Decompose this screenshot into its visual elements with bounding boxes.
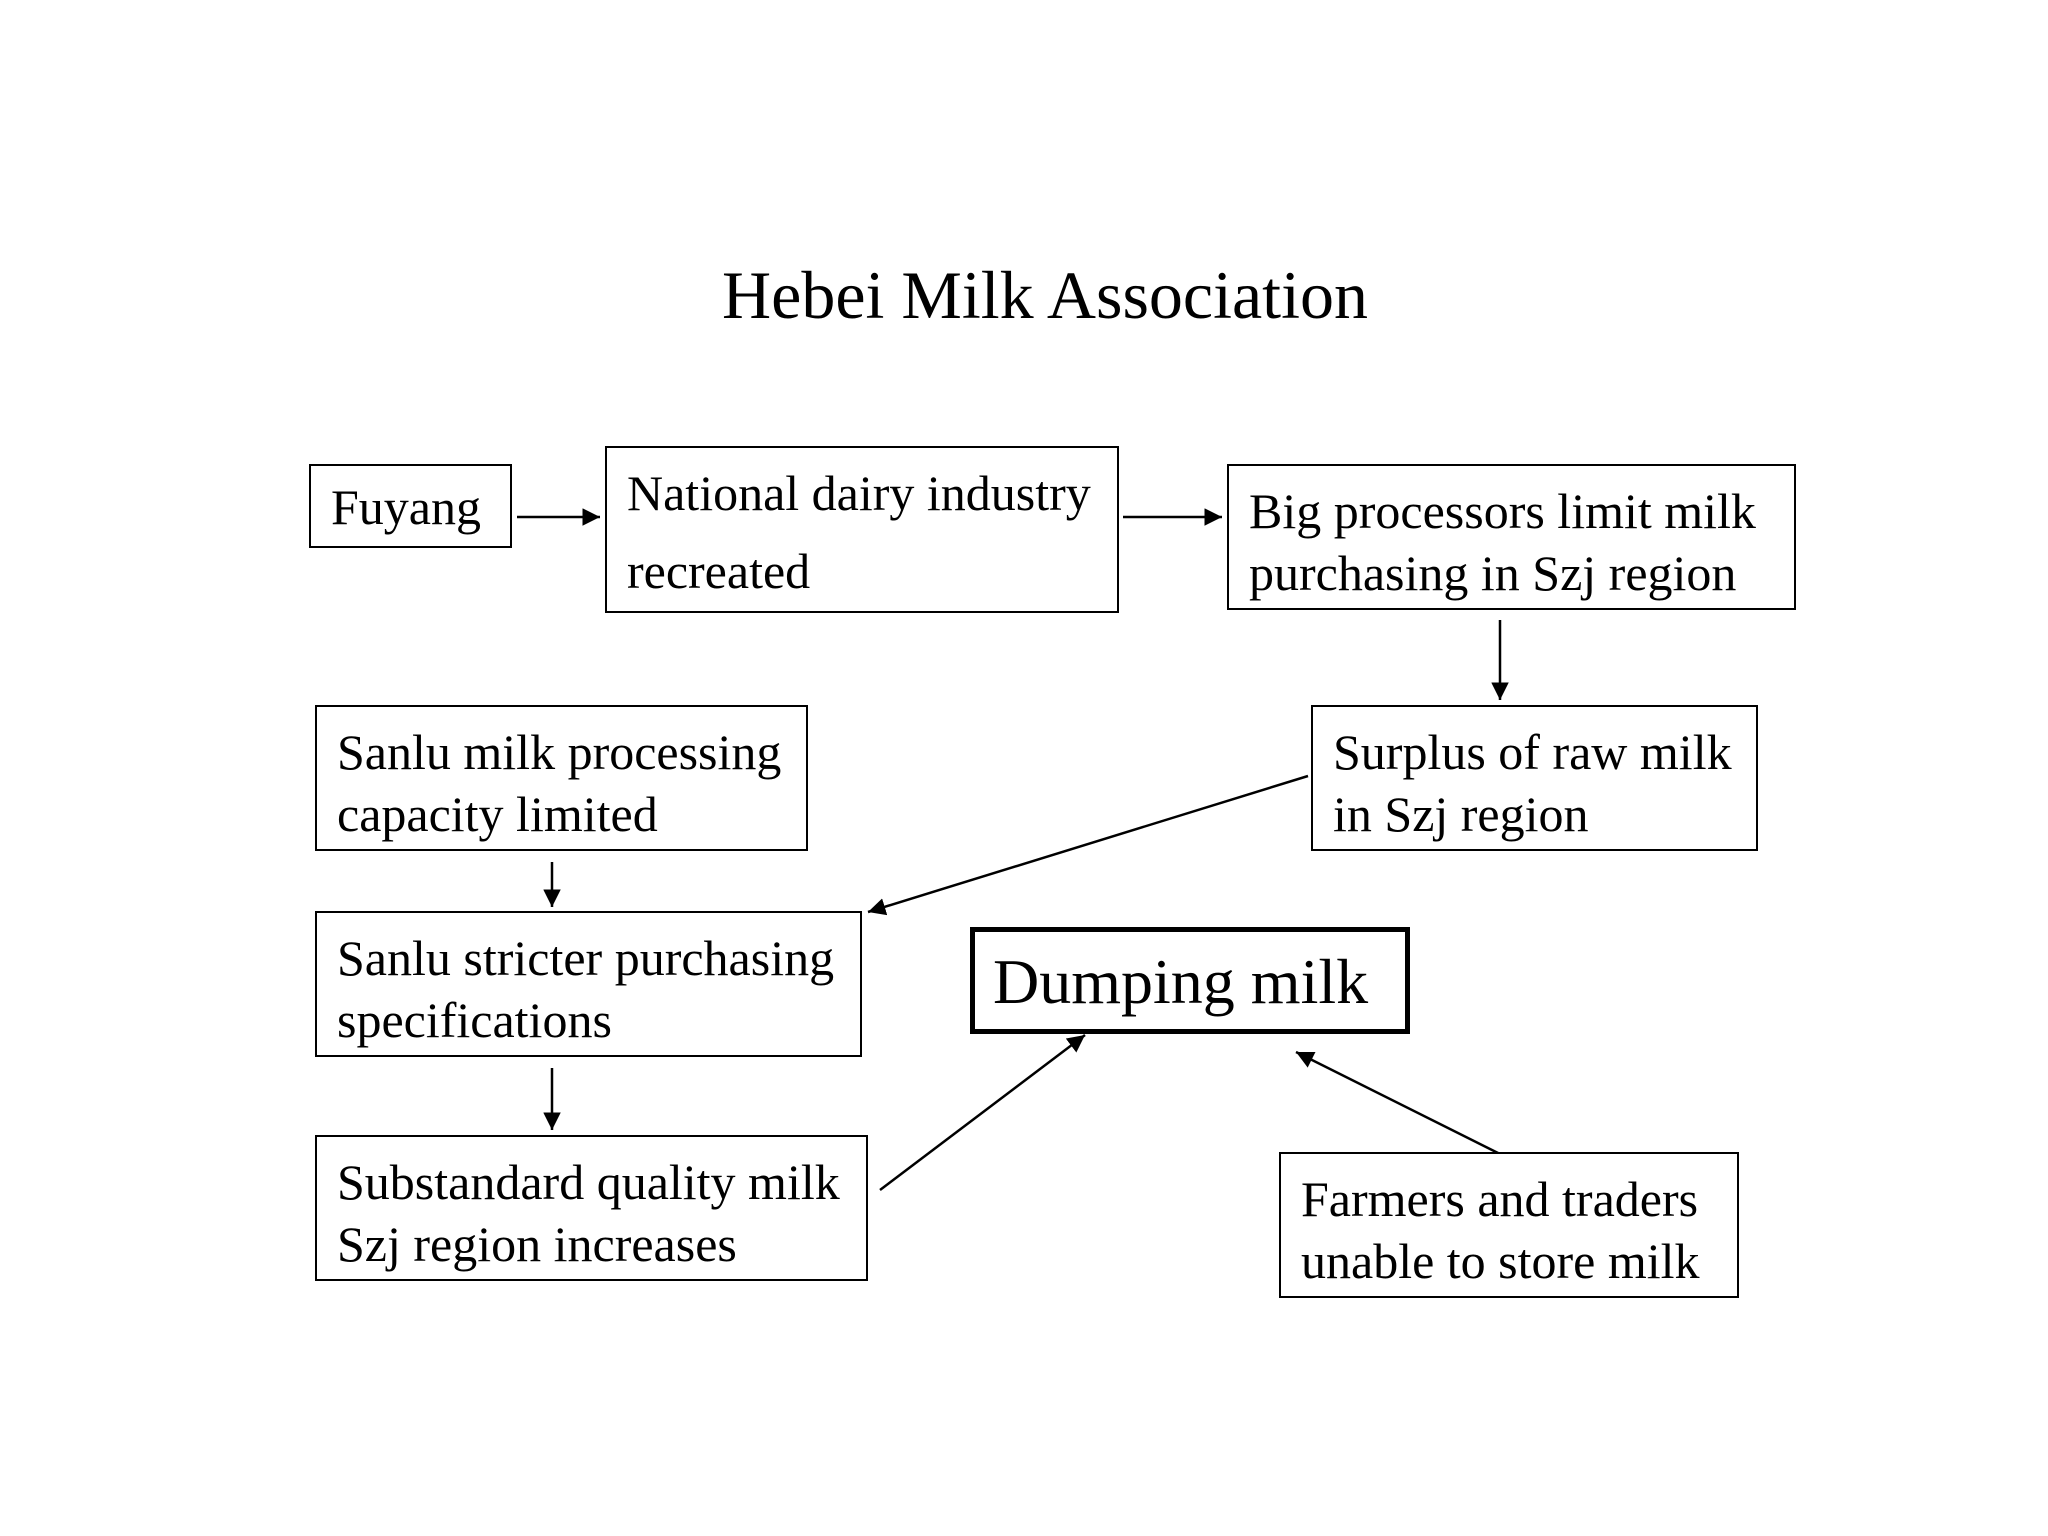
node-substandard-line-2: Szj region increases — [337, 1216, 737, 1272]
node-farmers-line-1: Farmers and traders — [1301, 1171, 1699, 1227]
node-sanlu-stricter: Sanlu stricter purchasing specifications — [315, 911, 862, 1057]
node-national-line-2: recreated — [627, 543, 811, 599]
node-farmers-traders: Farmers and traders unable to store milk — [1279, 1152, 1739, 1298]
arrow-surplus-to-sanlu-stricter — [867, 774, 1309, 916]
node-sanlu-stricter-line-1: Sanlu stricter purchasing — [337, 930, 835, 986]
node-big-processors-line-1: Big processors limit milk — [1249, 483, 1756, 539]
node-sanlu-capacity: Sanlu milk processing capacity limited — [315, 705, 808, 851]
node-surplus-line-2: in Szj region — [1333, 786, 1589, 842]
node-surplus-raw-milk: Surplus of raw milk in Szj region — [1311, 705, 1758, 851]
node-national-dairy-industry: National dairy industry recreated — [605, 446, 1119, 613]
node-sanlu-capacity-line-2: capacity limited — [337, 786, 658, 842]
node-surplus-line-1: Surplus of raw milk — [1333, 724, 1732, 780]
diagram-title: Hebei Milk Association — [722, 257, 1368, 333]
node-farmers-line-2: unable to store milk — [1301, 1233, 1700, 1289]
node-big-processors: Big processors limit milk purchasing in … — [1227, 464, 1796, 610]
node-dumping-milk: Dumping milk — [970, 927, 1410, 1034]
node-dumping-line-1: Dumping milk — [993, 946, 1369, 1017]
node-fuyang-line-1: Fuyang — [331, 479, 481, 535]
node-national-line-1: National dairy industry — [627, 465, 1091, 521]
node-substandard-line-1: Substandard quality milk — [337, 1154, 840, 1210]
node-substandard-quality: Substandard quality milk Szj region incr… — [315, 1135, 868, 1281]
node-sanlu-capacity-line-1: Sanlu milk processing — [337, 724, 782, 780]
node-sanlu-stricter-line-2: specifications — [337, 992, 612, 1048]
arrow-farmers-to-dumping — [1295, 1050, 1503, 1157]
arrow-substandard-to-dumping — [879, 1034, 1086, 1191]
node-big-processors-line-2: purchasing in Szj region — [1249, 545, 1737, 601]
node-fuyang: Fuyang — [309, 464, 512, 548]
